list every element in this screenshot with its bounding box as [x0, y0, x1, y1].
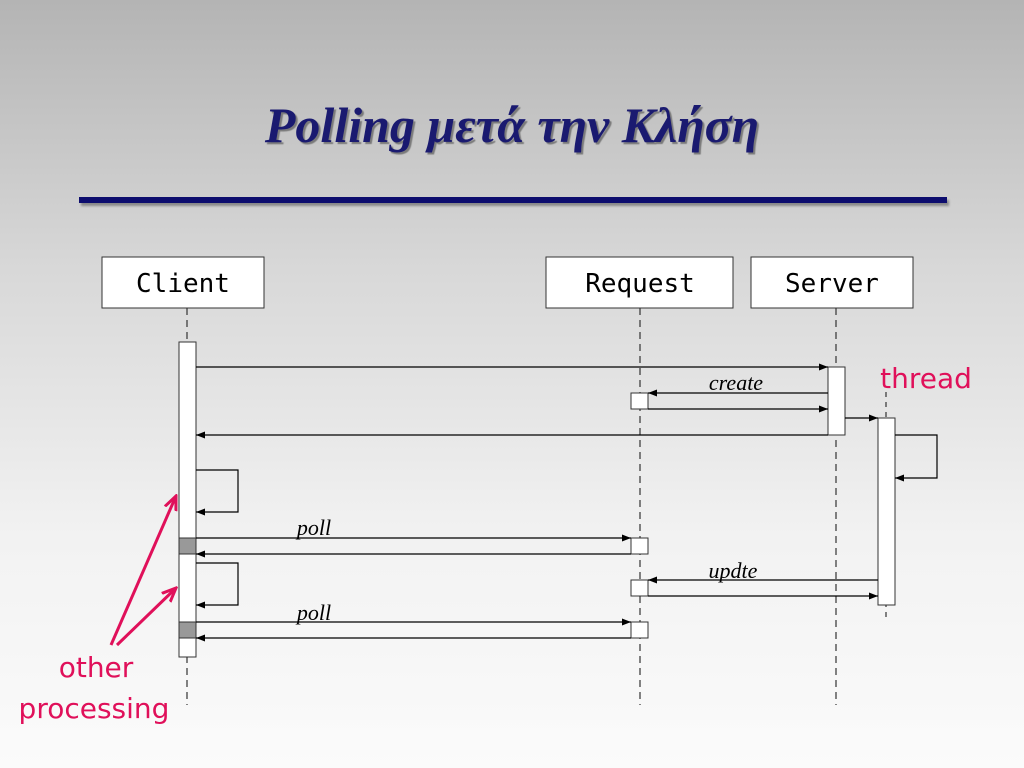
- server-object-box: Server: [750, 256, 914, 309]
- client-busy-block-1: [178, 537, 197, 555]
- client-object-box: Client: [101, 256, 265, 309]
- pointer-arrow-1: [109, 496, 176, 646]
- request-activation-poll-1: [630, 537, 649, 555]
- poll-label-1: poll: [295, 515, 331, 540]
- request-activation-create: [630, 392, 649, 410]
- poll-label-2: poll: [295, 600, 331, 625]
- request-label: Request: [585, 269, 695, 299]
- thread-note: thread: [880, 362, 972, 395]
- title-underline: [79, 197, 947, 203]
- server-activation: [827, 366, 846, 436]
- server-label: Server: [785, 269, 879, 299]
- client-label: Client: [136, 269, 230, 299]
- client-activation: [178, 341, 197, 658]
- other-processing-note-line2: processing: [19, 692, 170, 725]
- thread-self-call: [895, 434, 938, 482]
- thread-activation: [877, 417, 896, 606]
- request-activation-updte: [630, 579, 649, 597]
- client-self-call-1: [196, 469, 239, 516]
- pointer-arrow-2: [115, 588, 176, 647]
- client-busy-block-2: [178, 621, 197, 639]
- client-self-call-2: [196, 562, 239, 609]
- request-object-box: Request: [545, 256, 734, 309]
- create-label: create: [709, 370, 763, 395]
- other-processing-note-line1: other: [59, 651, 134, 684]
- request-activation-poll-2: [630, 621, 649, 639]
- updte-label: updte: [709, 558, 758, 583]
- slide-title: Polling μετά την Κλήση: [264, 97, 760, 153]
